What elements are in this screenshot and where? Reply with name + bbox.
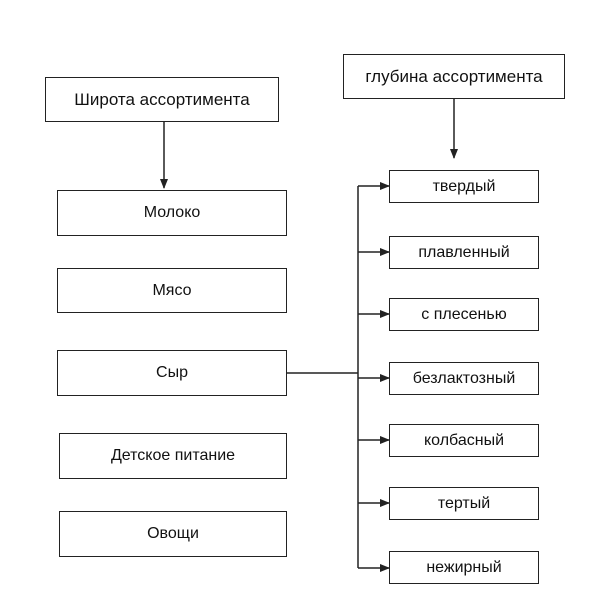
depth-item-hard: твердый — [389, 170, 539, 203]
depth-item-low-fat: нежирный — [389, 551, 539, 584]
depth-item-mold: с плесенью — [389, 298, 539, 331]
depth-item-lactose-free: безлактозный — [389, 362, 539, 395]
breadth-item-cheese: Сыр — [57, 350, 287, 396]
breadth-item-vegetables: Овощи — [59, 511, 287, 557]
depth-item-sausage: колбасный — [389, 424, 539, 457]
breadth-item-milk: Молоко — [57, 190, 287, 236]
breadth-item-baby-food: Детское питание — [59, 433, 287, 479]
depth-item-grated: тертый — [389, 487, 539, 520]
breadth-title: Широта ассортимента — [45, 77, 279, 122]
breadth-item-meat: Мясо — [57, 268, 287, 313]
depth-item-processed: плавленный — [389, 236, 539, 269]
depth-title: глубина ассортимента — [343, 54, 565, 99]
